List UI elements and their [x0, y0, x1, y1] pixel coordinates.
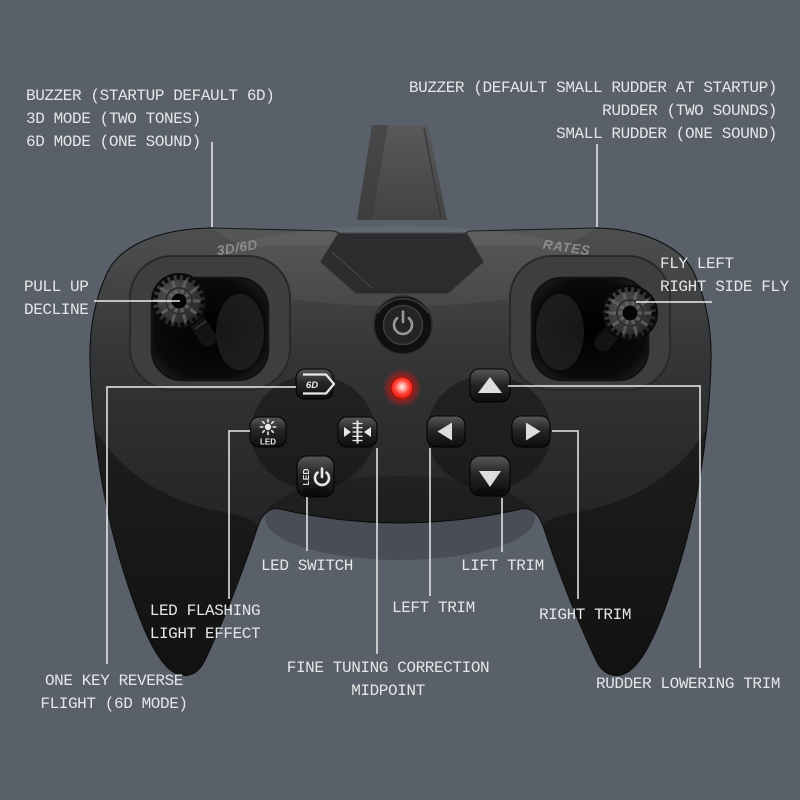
- label-line: MIDPOINT: [351, 682, 425, 700]
- label-line: RIGHT TRIM: [539, 606, 632, 624]
- callout-line-led-flashing: [228, 430, 250, 599]
- left-cluster-recess: [251, 375, 375, 489]
- left-grip-shade: [95, 430, 258, 676]
- label-line: BUZZER (DEFAULT SMALL RUDDER AT STARTUP): [408, 79, 777, 97]
- label-line: LED SWITCH: [260, 557, 354, 575]
- label-buzzer-right: BUZZER (DEFAULT SMALL RUDDER AT STARTUP)…: [409, 77, 777, 146]
- svg-text:6D: 6D: [306, 380, 318, 391]
- label-line: PULL UP: [24, 278, 89, 296]
- label-line: BUZZER (STARTUP DEFAULT 6D): [26, 87, 275, 105]
- led-flash-button[interactable]: LED: [249, 416, 287, 448]
- label-buzzer-left: BUZZER (STARTUP DEFAULT 6D) 3D MODE (TWO…: [26, 85, 275, 154]
- label-line: DECLINE: [24, 301, 89, 319]
- label-line: FLY LEFT: [660, 255, 734, 273]
- lower-face-shadow: [265, 476, 535, 560]
- label-line: FINE TUNING CORRECTION: [286, 659, 490, 677]
- label-left-trim: LEFT TRIM: [392, 597, 475, 620]
- label-line: LIFT TRIM: [461, 557, 544, 575]
- light-rays-icon: LED: [259, 418, 277, 447]
- svg-text:LED: LED: [301, 469, 311, 486]
- right-shoulder-stamp: RATES: [542, 237, 591, 259]
- label-line: 6D MODE (ONE SOUND): [26, 133, 201, 151]
- led-power-icon: LED: [301, 467, 331, 487]
- label-lift-trim: LIFT TRIM: [461, 555, 544, 578]
- recess-edge-highlight: [331, 251, 373, 289]
- label-pull-up-decline: PULL UP DECLINE: [24, 276, 89, 322]
- callout-line-rudder-lowering-trim: [508, 385, 701, 668]
- top-bevel-highlight: [210, 228, 597, 246]
- label-line: RUDDER (TWO SOUNDS): [602, 102, 777, 120]
- callout-line-right-trim: [552, 430, 579, 599]
- label-line: FLIGHT (6D MODE): [40, 695, 188, 713]
- trim-down-button[interactable]: [469, 455, 511, 497]
- label-line: LEFT TRIM: [392, 599, 475, 617]
- right-cluster-recess: [427, 375, 551, 489]
- label-line: 3D MODE (TWO TONES): [26, 110, 201, 128]
- trim-scale-icon: [344, 420, 371, 444]
- label-rudder-lowering-trim: RUDDER LOWERING TRIM: [596, 673, 780, 696]
- label-line: SMALL RUDDER (ONE SOUND): [556, 125, 777, 143]
- label-led-switch: LED SWITCH: [252, 555, 362, 578]
- led-indicator: [382, 368, 422, 408]
- trim-right-button[interactable]: [511, 415, 551, 448]
- down-arrow-icon: [479, 471, 501, 487]
- label-led-flashing: LED FLASHING LIGHT EFFECT: [143, 600, 267, 646]
- label-line: ONE KEY REVERSE: [44, 672, 184, 690]
- svg-text:LED: LED: [260, 438, 276, 447]
- label-line: LED FLASHING: [149, 602, 261, 620]
- right-grip-shade: [543, 430, 706, 676]
- mode-6d-button[interactable]: 6D: [295, 368, 336, 400]
- led-power-button[interactable]: LED: [296, 455, 335, 498]
- right-arrow-icon: [526, 422, 541, 441]
- label-line: RUDDER LOWERING TRIM: [596, 675, 781, 693]
- power-icon: [392, 310, 414, 336]
- trim-left-button[interactable]: [426, 415, 466, 448]
- label-one-key-reverse: ONE KEY REVERSE FLIGHT (6D MODE): [33, 670, 195, 716]
- left-shoulder-stamp: 3D/6D: [216, 237, 259, 258]
- up-arrow-icon: [478, 377, 502, 393]
- antenna: [357, 125, 447, 220]
- label-line: LIGHT EFFECT: [149, 625, 261, 643]
- center-recess-panel: [319, 232, 485, 295]
- left-arrow-icon: [437, 422, 452, 441]
- flip-6d-icon: 6D: [303, 373, 336, 395]
- power-button[interactable]: [373, 295, 433, 355]
- label-fine-tuning: FINE TUNING CORRECTION MIDPOINT: [276, 657, 500, 703]
- label-fly-left-right: FLY LEFT RIGHT SIDE FLY: [660, 253, 789, 299]
- right-joystick[interactable]: [594, 286, 657, 352]
- label-right-trim: RIGHT TRIM: [539, 604, 631, 627]
- label-line: RIGHT SIDE FLY: [660, 278, 789, 296]
- fine-tune-button[interactable]: [337, 416, 378, 448]
- callout-line-one-key-reverse: [106, 386, 296, 664]
